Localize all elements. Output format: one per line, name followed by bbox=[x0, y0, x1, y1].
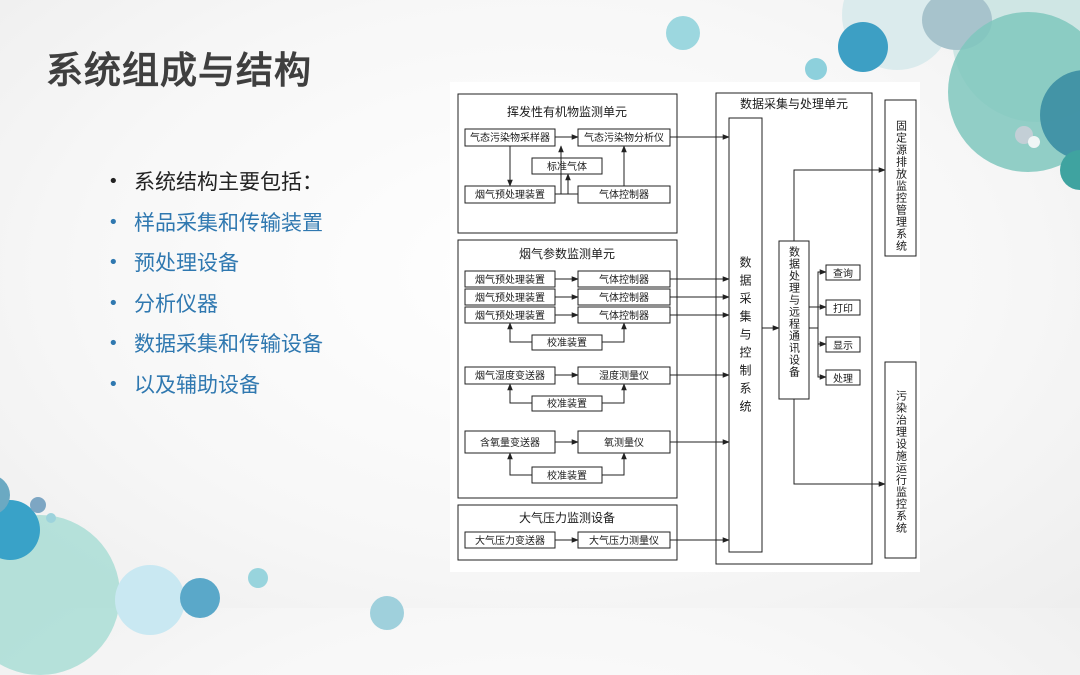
output-query-label: 查询 bbox=[833, 267, 853, 280]
decor-bubble bbox=[46, 513, 56, 523]
output-print-label: 打印 bbox=[833, 302, 853, 315]
bullet-text: 预处理设备 bbox=[134, 251, 239, 275]
bullet-dot: • bbox=[108, 171, 119, 192]
flue-controller-label: 气体控制器 bbox=[599, 309, 649, 322]
voc-analyzer-label: 气态污染物分析仪 bbox=[584, 131, 664, 144]
output-process-label: 处理 bbox=[833, 373, 853, 385]
treatment-system-label: 污染治理设施运行监控系统 bbox=[895, 390, 908, 534]
connector-lines bbox=[507, 134, 886, 543]
standard-gas-label: 标准气体 bbox=[547, 160, 587, 173]
bullet-text: 数据采集和传输设备 bbox=[134, 332, 323, 356]
bullet-item: • 数据采集和传输设备 bbox=[108, 330, 323, 371]
calibration-label: 校准装置 bbox=[547, 469, 587, 482]
comm-device-label: 数据处理与远程通讯设备 bbox=[788, 246, 801, 378]
humidity-transmitter-label: 烟气湿度变送器 bbox=[475, 369, 545, 382]
pressure-transmitter-label: 大气压力变送器 bbox=[475, 534, 545, 547]
bullet-text: 系统结构主要包括： bbox=[134, 170, 323, 194]
pressure-unit-title: 大气压力监测设备 bbox=[519, 510, 615, 525]
daq-collector-label: 数据采集与控制系统 bbox=[738, 255, 752, 418]
flue-pretreat-label: 烟气预处理装置 bbox=[475, 291, 545, 304]
calibration-label: 校准装置 bbox=[547, 336, 587, 349]
voc-sampler-label: 气态污染物采样器 bbox=[470, 131, 550, 144]
output-display-label: 显示 bbox=[833, 340, 853, 352]
bullet-list: • 系统结构主要包括： • 样品采集和传输装置 • 预处理设备 • 分析仪器 • 数据采集… bbox=[108, 168, 323, 411]
oxygen-transmitter-label: 含氧量变送器 bbox=[480, 436, 540, 449]
calibration-label: 校准装置 bbox=[547, 397, 587, 410]
daq-unit-title: 数据采集与处理单元 bbox=[740, 96, 848, 111]
slide-title: 系统组成与结构 bbox=[46, 49, 312, 92]
system-structure-diagram: 挥发性有机物监测单元 烟气参数监测单元 大气压力监测设备 数据采集与处理单元 气… bbox=[457, 92, 917, 565]
decor-bubble bbox=[805, 58, 827, 80]
voc-gas-controller-label: 气体控制器 bbox=[599, 188, 649, 201]
bullet-dot: • bbox=[108, 333, 119, 354]
bullet-dot: • bbox=[108, 373, 119, 395]
voc-unit-title: 挥发性有机物监测单元 bbox=[507, 104, 627, 119]
decor-bubble bbox=[1060, 150, 1080, 190]
humidity-meter-label: 湿度测量仪 bbox=[599, 369, 649, 382]
bullet-text: 分析仪器 bbox=[134, 291, 218, 316]
fixed-source-system-label: 固定源排放监控管理系统 bbox=[895, 120, 908, 252]
bullet-item: • 预处理设备 bbox=[108, 249, 323, 290]
bullet-dot: • bbox=[108, 292, 119, 314]
bullet-item: • 以及辅助设备 bbox=[108, 371, 323, 412]
daq-collector-box bbox=[728, 117, 763, 553]
decor-bubble bbox=[1028, 136, 1040, 148]
decor-bubble bbox=[30, 497, 46, 513]
bullet-item: • 样品采集和传输装置 bbox=[108, 209, 323, 250]
flue-pretreat-label: 烟气预处理装置 bbox=[475, 309, 545, 322]
fixed-source-system-box bbox=[884, 99, 917, 257]
flue-controller-label: 气体控制器 bbox=[599, 273, 649, 286]
treatment-system-box bbox=[884, 361, 917, 559]
oxygen-meter-label: 氧测量仪 bbox=[604, 436, 644, 449]
bullet-dot: • bbox=[108, 211, 119, 233]
flue-controller-label: 气体控制器 bbox=[599, 291, 649, 304]
bullet-text: 以及辅助设备 bbox=[134, 372, 260, 397]
decor-bubble bbox=[248, 568, 268, 588]
bullet-item: • 系统结构主要包括： bbox=[108, 168, 323, 209]
bullet-text: 样品采集和传输装置 bbox=[134, 210, 323, 235]
bullet-item: • 分析仪器 bbox=[108, 290, 323, 331]
flue-pretreat-label: 烟气预处理装置 bbox=[475, 273, 545, 286]
decor-bubble bbox=[0, 475, 10, 515]
decor-bubble bbox=[838, 22, 888, 72]
bullet-dot: • bbox=[108, 252, 119, 273]
pressure-meter-label: 大气压力测量仪 bbox=[589, 534, 659, 547]
flue-unit-title: 烟气参数监测单元 bbox=[519, 246, 615, 261]
decor-bubble bbox=[666, 16, 700, 50]
voc-pretreat-label: 烟气预处理装置 bbox=[475, 188, 545, 201]
